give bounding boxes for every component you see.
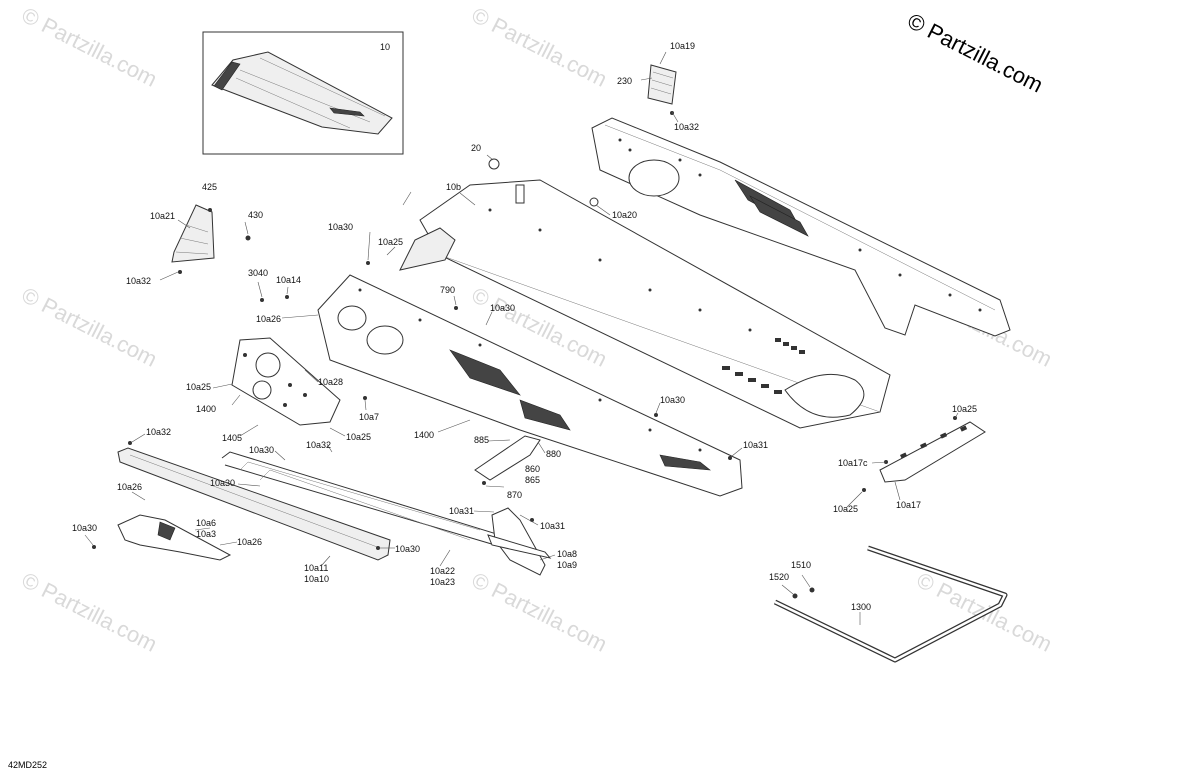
callout-10a25[interactable]: 10a25	[833, 504, 858, 514]
callout-1300[interactable]: 1300	[851, 602, 871, 612]
callout-10a31[interactable]: 10a31	[743, 440, 768, 450]
callout-10a25[interactable]: 10a25	[346, 432, 371, 442]
callout-10a22[interactable]: 10a22	[430, 566, 455, 576]
callout-10a11[interactable]: 10a11	[304, 563, 328, 573]
callout-10a10[interactable]: 10a10	[304, 574, 329, 584]
tunnel-assembly-inset[interactable]	[202, 31, 404, 155]
callout-3040[interactable]: 3040	[248, 268, 268, 278]
callout-10a9[interactable]: 10a9	[557, 560, 577, 570]
callout-870[interactable]: 870	[507, 490, 522, 500]
rear-bracket[interactable]	[487, 507, 552, 576]
callout-880[interactable]: 880	[546, 449, 561, 459]
running-board[interactable]	[117, 447, 391, 561]
callout-10a23[interactable]: 10a23	[430, 577, 455, 587]
leader-lines	[84, 51, 959, 625]
watermark: © Partzilla.com	[468, 2, 611, 92]
callout-885[interactable]: 885	[474, 435, 489, 445]
callout-1520[interactable]: 1520	[769, 572, 789, 582]
callout-10a31[interactable]: 10a31	[540, 521, 565, 531]
diagram-code: 42MD252	[8, 760, 48, 770]
callout-10a25[interactable]: 10a25	[186, 382, 211, 392]
left-side-panel[interactable]	[317, 274, 743, 497]
callout-425[interactable]: 425	[202, 182, 217, 192]
watermark: © Partzilla.com	[468, 567, 611, 657]
callout-10a32[interactable]: 10a32	[674, 122, 699, 132]
callout-860[interactable]: 860	[525, 464, 540, 474]
callout-10a14[interactable]: 10a14	[276, 275, 301, 285]
callout-10a26[interactable]: 10a26	[237, 537, 262, 547]
callout-790[interactable]: 790	[440, 285, 455, 295]
watermark: © Partzilla.com	[18, 282, 161, 372]
callout-10a25[interactable]: 10a25	[952, 404, 977, 414]
callout-10a26[interactable]: 10a26	[256, 314, 281, 324]
callout-10a30[interactable]: 10a30	[490, 303, 515, 313]
callout-10a31[interactable]: 10a31	[449, 506, 474, 516]
callout-10a17[interactable]: 10a17	[896, 500, 921, 510]
callout-1510[interactable]: 1510	[791, 560, 811, 570]
callout-230[interactable]: 230	[617, 76, 632, 86]
callout-1400[interactable]: 1400	[196, 404, 216, 414]
left-front-plate[interactable]	[231, 337, 341, 426]
callout-10a30[interactable]: 10a30	[328, 222, 353, 232]
callout-10a25[interactable]: 10a25	[378, 237, 403, 247]
callout-10a6[interactable]: 10a6	[196, 518, 216, 528]
callout-10a7[interactable]: 10a7	[359, 412, 379, 422]
callout-10a32[interactable]: 10a32	[146, 427, 171, 437]
rear-bumper[interactable]	[773, 545, 1008, 663]
callout-10a30[interactable]: 10a30	[395, 544, 420, 554]
callout-10a26[interactable]: 10a26	[117, 482, 142, 492]
callout-10[interactable]: 10	[380, 42, 390, 52]
callout-10a30[interactable]: 10a30	[660, 395, 685, 405]
callout-10a20[interactable]: 10a20	[612, 210, 637, 220]
watermark: © Partzilla.com	[18, 2, 161, 92]
callout-10a21[interactable]: 10a21	[150, 211, 175, 221]
callout-1400[interactable]: 1400	[414, 430, 434, 440]
callout-10a8[interactable]: 10a8	[557, 549, 577, 559]
callout-10a3[interactable]: 10a3	[196, 529, 216, 539]
vent-grill-right[interactable]	[647, 64, 677, 105]
callout-10a30[interactable]: 10a30	[210, 478, 235, 488]
callout-430[interactable]: 430	[248, 210, 263, 220]
callout-10a17c[interactable]: 10a17c	[838, 458, 868, 468]
callout-10a28[interactable]: 10a28	[318, 377, 343, 387]
callout-10a32[interactable]: 10a32	[306, 440, 331, 450]
callout-1405[interactable]: 1405	[222, 433, 242, 443]
callout-10a19[interactable]: 10a19	[670, 41, 695, 51]
rear-bumper-bracket[interactable]	[879, 421, 986, 483]
tunnel-top-panel[interactable]	[399, 179, 891, 429]
watermark: © Partzilla.com	[18, 567, 161, 657]
hardware	[92, 111, 957, 599]
tunnel-slots	[722, 338, 805, 394]
bracket-860[interactable]	[474, 435, 541, 481]
front-bracket-left[interactable]	[117, 514, 232, 561]
callout-labels: 10 10a19 230 10a32 20 10b 10a20 425 430 …	[72, 41, 977, 612]
callout-10a30[interactable]: 10a30	[249, 445, 274, 455]
callout-10b[interactable]: 10b	[446, 182, 461, 192]
right-side-panel[interactable]	[591, 117, 1011, 337]
vent-grill-left[interactable]	[171, 204, 215, 263]
callout-10a32[interactable]: 10a32	[126, 276, 151, 286]
callout-865[interactable]: 865	[525, 475, 540, 485]
callout-10a30[interactable]: 10a30	[72, 523, 97, 533]
callout-20[interactable]: 20	[471, 143, 481, 153]
